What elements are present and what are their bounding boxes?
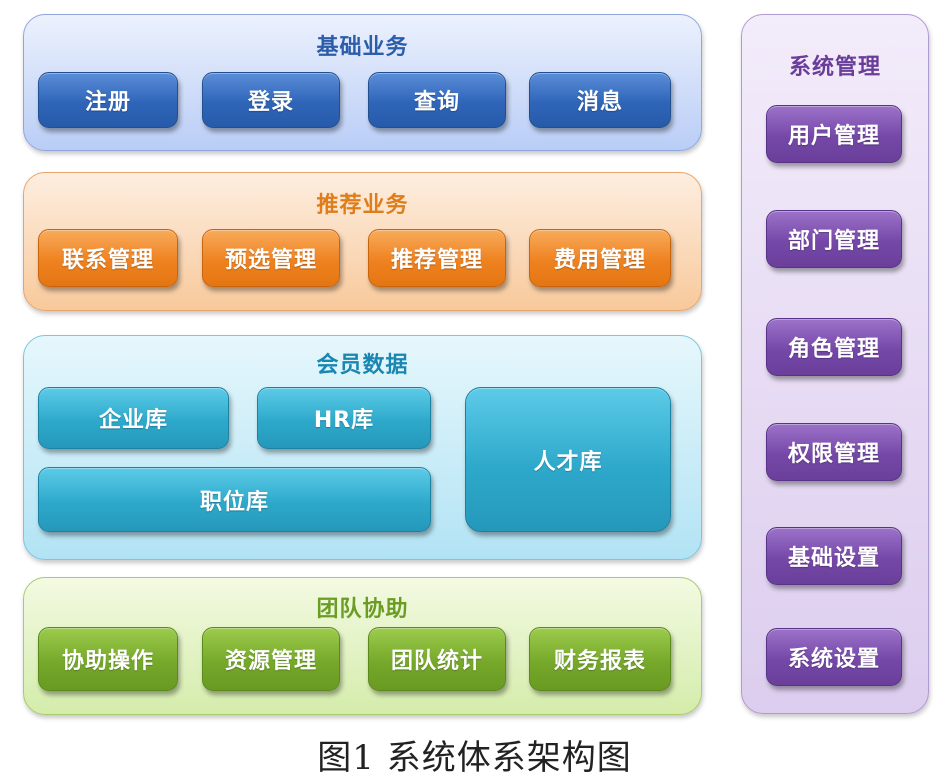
resource-management-button[interactable]: 资源管理 [202, 627, 340, 691]
financial-report-button[interactable]: 财务报表 [529, 627, 671, 691]
system-management-title: 系统管理 [788, 55, 881, 80]
system-settings-button[interactable]: 系统设置 [766, 628, 902, 686]
recommend-management-button[interactable]: 推荐管理 [368, 229, 506, 287]
query-button[interactable]: 查询 [368, 72, 506, 128]
expense-management-button[interactable]: 费用管理 [529, 229, 671, 287]
figure-caption: 图1 系统体系架构图 [317, 738, 632, 778]
message-button[interactable]: 消息 [529, 72, 671, 128]
role-management-button[interactable]: 角色管理 [766, 318, 902, 376]
department-management-button[interactable]: 部门管理 [766, 210, 902, 268]
permission-management-button[interactable]: 权限管理 [766, 423, 902, 481]
enterprise-db-button[interactable]: 企业库 [38, 387, 229, 449]
basic-business-title: 基础业务 [316, 35, 409, 60]
preselect-management-button[interactable]: 预选管理 [202, 229, 340, 287]
talent-db-button[interactable]: 人才库 [465, 387, 671, 532]
basic-settings-button[interactable]: 基础设置 [766, 527, 902, 585]
register-button[interactable]: 注册 [38, 72, 178, 128]
position-db-button[interactable]: 职位库 [38, 467, 431, 532]
member-data-title: 会员数据 [316, 353, 409, 378]
contact-management-button[interactable]: 联系管理 [38, 229, 178, 287]
recommend-business-title: 推荐业务 [316, 193, 409, 218]
assist-operation-button[interactable]: 协助操作 [38, 627, 178, 691]
team-statistics-button[interactable]: 团队统计 [368, 627, 506, 691]
login-button[interactable]: 登录 [202, 72, 340, 128]
team-assist-title: 团队协助 [316, 597, 409, 622]
user-management-button[interactable]: 用户管理 [766, 105, 902, 163]
hr-db-button[interactable]: HR库 [257, 387, 431, 449]
